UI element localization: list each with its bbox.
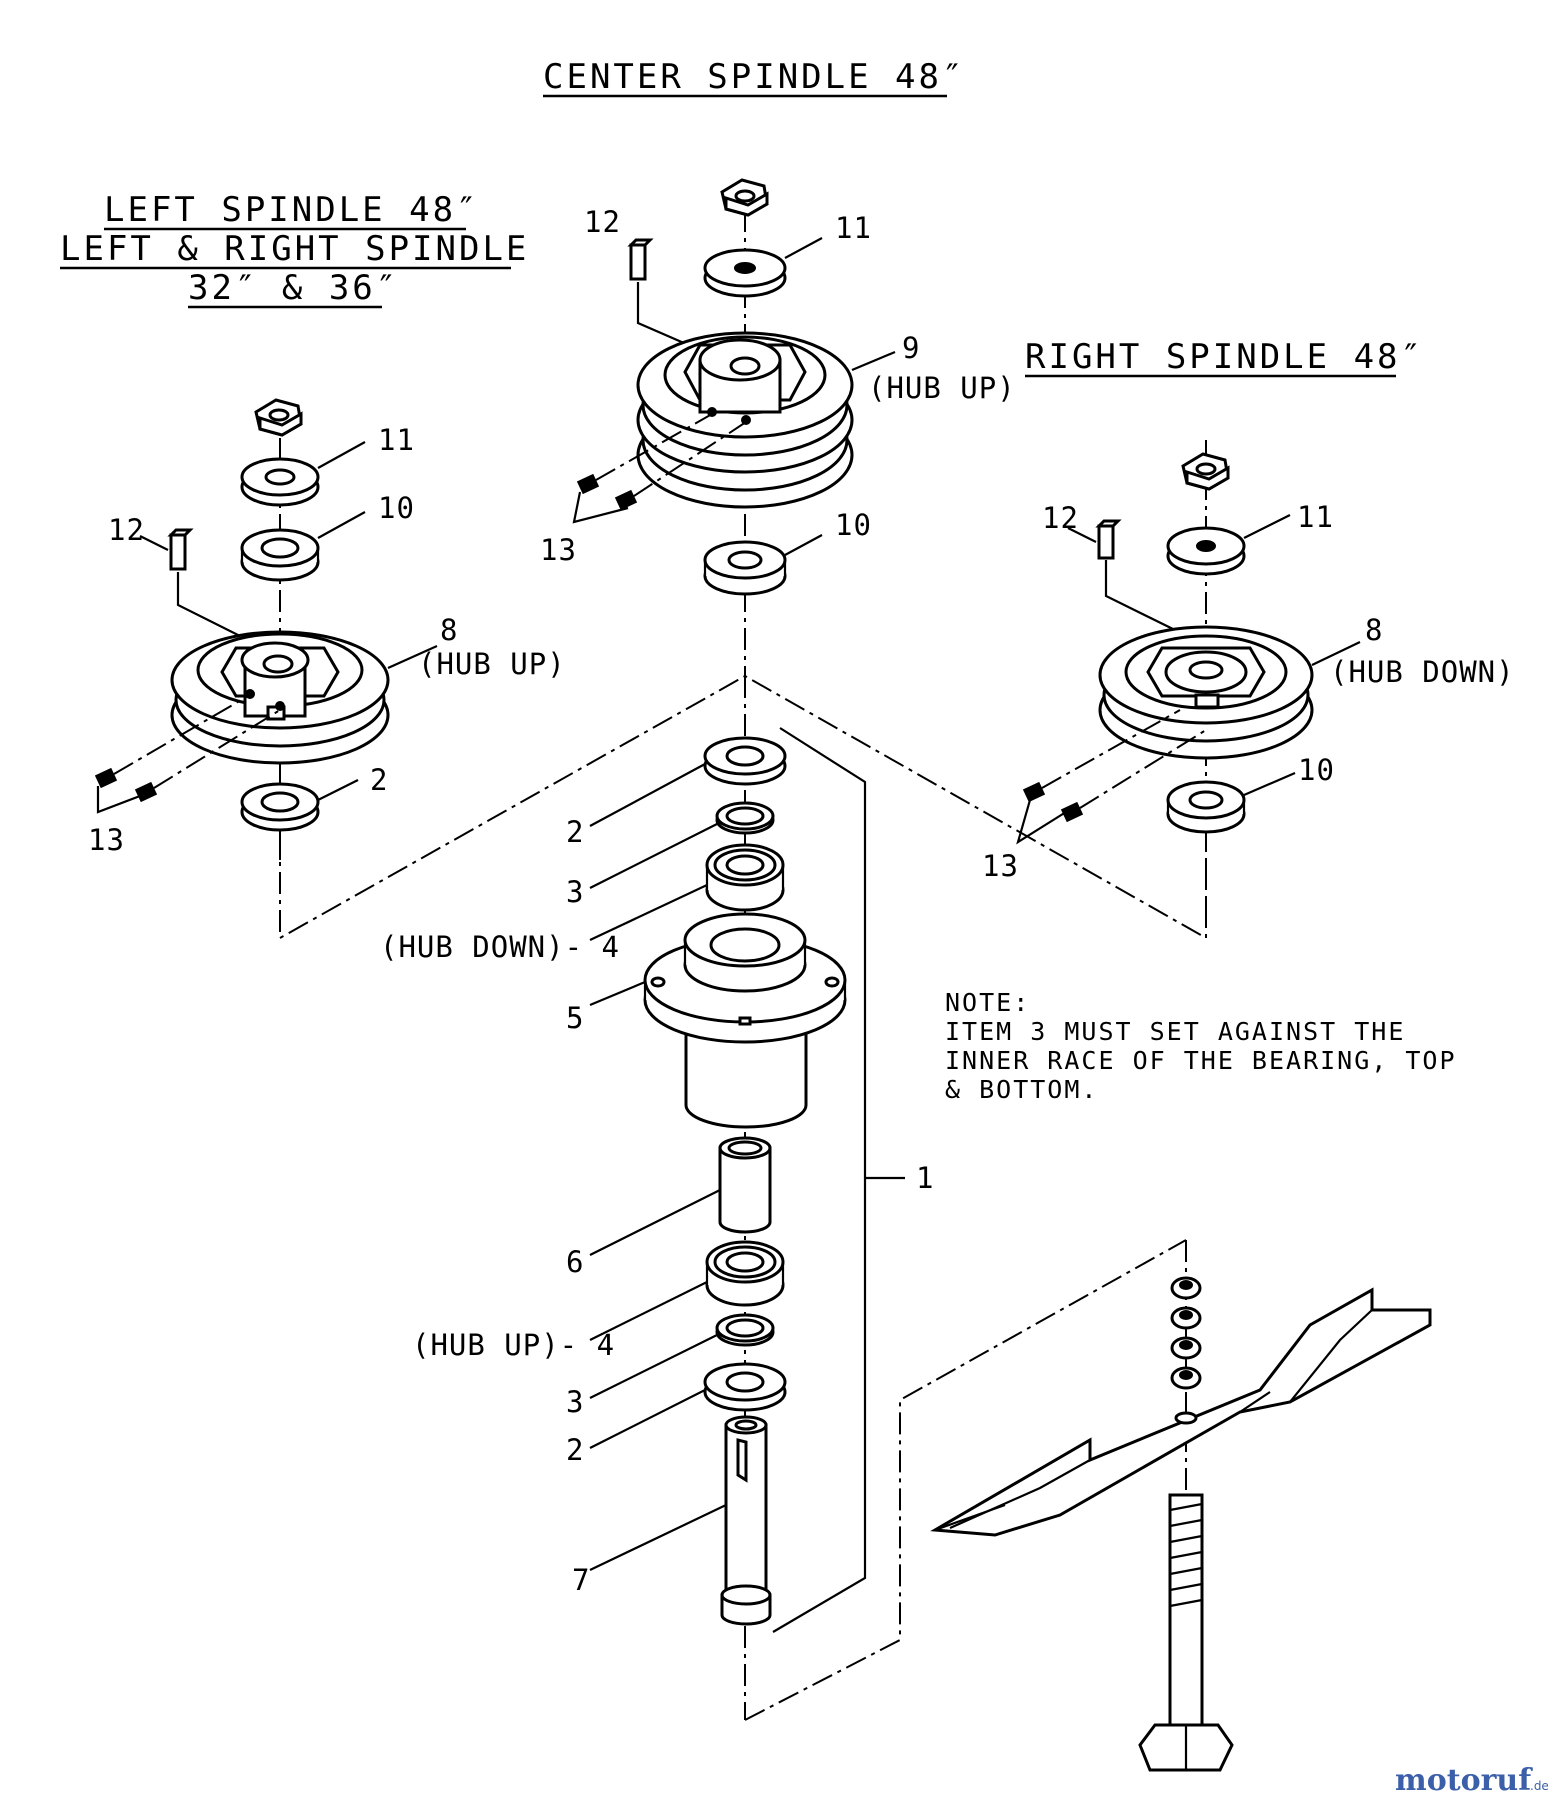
stack-race-3-bottom [715, 1313, 775, 1347]
center-label-13: 13 [540, 533, 577, 567]
note-block: NOTE: ITEM 3 MUST SET AGAINST THE INNER … [945, 988, 1457, 1104]
blade-washers [1170, 1276, 1202, 1425]
center-set-screws-13 [576, 413, 747, 511]
stack-bearing-4-top [705, 843, 785, 912]
right-label-11: 11 [1297, 500, 1334, 534]
left-spindle-title-line1: LEFT SPINDLE 48″ [104, 190, 480, 230]
center-nut [720, 178, 769, 217]
stack-label-4-bottom: (HUB UP)- 4 [412, 1328, 615, 1362]
stack-bearing-4-bottom [705, 1240, 785, 1307]
right-label-8: 8 [1365, 613, 1383, 647]
center-spindle-assembly: 11 12 9 (HUB UP) [540, 178, 1016, 596]
center-label-hub-up: (HUB UP) [868, 371, 1016, 405]
watermark-logo: motoruf .de [1395, 1763, 1549, 1798]
right-pulley-8 [1098, 625, 1314, 760]
stack-label-2-bottom: 2 [566, 1433, 584, 1467]
center-washer-11 [703, 248, 787, 298]
left-nut [254, 398, 303, 437]
right-washer-11 [1166, 526, 1246, 576]
note-line-4: & BOTTOM. [945, 1075, 1098, 1104]
spindle-stack: 1 2 3 (HUB DOWN)- 4 [380, 727, 934, 1633]
left-label-hub-up: (HUB UP) [418, 647, 566, 681]
right-set-screws-13 [1022, 709, 1207, 823]
center-label-11: 11 [835, 211, 872, 245]
right-nut [1181, 452, 1230, 491]
note-line-1: NOTE: [945, 988, 1030, 1017]
item-1-bracket [772, 727, 867, 1633]
right-key-12 [1095, 519, 1122, 560]
center-label-10: 10 [835, 508, 872, 542]
stack-label-3-top: 3 [566, 875, 584, 909]
left-pulley-8 [170, 630, 390, 765]
stack-race-3-top [715, 801, 775, 835]
stack-housing-5 [643, 912, 847, 1129]
watermark-text: motoruf [1395, 1763, 1533, 1798]
note-line-2: ITEM 3 MUST SET AGAINST THE [945, 1017, 1405, 1046]
stack-label-7: 7 [572, 1563, 590, 1597]
left-label-8: 8 [440, 613, 458, 647]
left-set-screws-13 [94, 695, 281, 803]
left-spindle-title-line2: LEFT & RIGHT SPINDLE [60, 229, 529, 269]
center-spindle-title: CENTER SPINDLE 48″ [543, 57, 965, 97]
stack-shaft-7 [720, 1415, 772, 1626]
note-line-3: INNER RACE OF THE BEARING, TOP [945, 1046, 1457, 1075]
stack-label-3-bottom: 3 [566, 1385, 584, 1419]
center-label-9: 9 [902, 331, 920, 365]
center-spacer-10 [703, 540, 787, 596]
left-spindle-title-line3: 32″ & 36″ [188, 268, 399, 308]
right-spacer-10 [1166, 780, 1246, 834]
stack-label-4-top: (HUB DOWN)- 4 [380, 930, 620, 964]
stack-label-1: 1 [916, 1161, 934, 1195]
center-label-12: 12 [584, 205, 621, 239]
stack-spacer-6 [718, 1136, 772, 1234]
left-washer-11 [240, 457, 320, 507]
stack-washer-2-top [703, 736, 787, 786]
stack-label-6: 6 [566, 1245, 584, 1279]
right-label-10: 10 [1298, 753, 1335, 787]
left-spacer-10 [240, 528, 320, 582]
left-washer-2 [240, 782, 320, 832]
center-key-12 [627, 238, 654, 281]
left-key-12 [167, 528, 194, 571]
center-pulley-9 [636, 331, 854, 509]
blade-assembly [930, 1276, 1432, 1772]
left-label-13: 13 [88, 823, 125, 857]
blade-bolt [1138, 1493, 1234, 1772]
mower-blade [930, 1287, 1432, 1537]
stack-label-2-top: 2 [566, 815, 584, 849]
left-label-12: 12 [108, 513, 145, 547]
right-spindle-assembly: 11 12 8 (HUB DOWN) [982, 452, 1515, 883]
stack-label-5: 5 [566, 1001, 584, 1035]
right-label-hub-down: (HUB DOWN) [1330, 655, 1515, 689]
stack-washer-2-bottom [703, 1362, 787, 1412]
left-spindle-assembly: 11 10 12 [88, 398, 566, 857]
left-label-11: 11 [378, 423, 415, 457]
left-label-10: 10 [378, 491, 415, 525]
watermark-suffix: .de [1530, 1779, 1549, 1793]
right-label-13: 13 [982, 849, 1019, 883]
left-label-2: 2 [370, 763, 388, 797]
right-spindle-title: RIGHT SPINDLE 48″ [1025, 337, 1424, 377]
